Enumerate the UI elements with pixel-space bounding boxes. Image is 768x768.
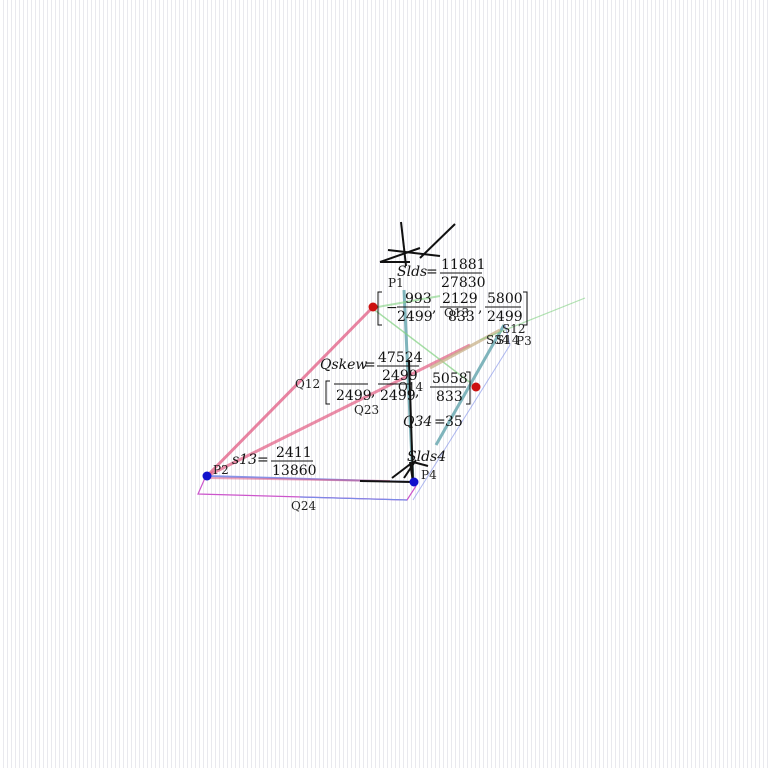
svg-text:=: =: [426, 264, 438, 280]
label-s14: S14: [496, 333, 520, 347]
svg-text:2129: 2129: [442, 291, 478, 307]
label-p1: P1: [388, 276, 404, 290]
formula-q34: Q34 = 35: [403, 414, 463, 430]
label-q24: Q24: [291, 499, 316, 513]
label-s34: S34: [486, 333, 510, 347]
formula-qskew: Qskew = 47524 2499: [320, 350, 423, 384]
svg-text:13860: 13860: [272, 463, 317, 479]
svg-text:5058: 5058: [432, 371, 468, 387]
label-q13: Q13: [444, 306, 469, 320]
edge-p1-s12: [371, 295, 441, 309]
svg-text:833: 833: [448, 309, 475, 325]
svg-text:,: ,: [432, 300, 436, 316]
svg-text:35: 35: [445, 414, 463, 430]
svg-text:47524: 47524: [378, 350, 423, 366]
svg-text:=: =: [434, 414, 446, 430]
axis-glyph-top: [379, 221, 456, 267]
edge-p2-p1: [205, 306, 374, 478]
svg-text:833: 833: [436, 389, 463, 405]
svg-text:2499: 2499: [487, 309, 523, 325]
face-outline-bottom-blue: [299, 496, 408, 501]
edge-p2-p4-pink: [206, 477, 391, 482]
edge-p1-p3: [371, 307, 477, 388]
label-p2: P2: [213, 463, 229, 477]
svg-text:=: =: [257, 452, 269, 468]
vertex-p2[interactable]: [202, 471, 212, 481]
vertex-p4[interactable]: [409, 477, 419, 487]
label-s12: S12: [502, 322, 526, 336]
svg-text:−: −: [386, 300, 398, 316]
label-p4: P4: [421, 468, 437, 482]
formula-vector-1: − 993 2499 , 2129 833 , 5800 2499: [377, 291, 528, 326]
svg-text:2411: 2411: [276, 445, 312, 461]
edge-green-out: [479, 297, 586, 341]
svg-text:27830: 27830: [441, 275, 486, 291]
formula-s13: s13 = 2411 13860: [232, 445, 317, 479]
edge-p2-p3: [206, 343, 471, 478]
svg-text:,: ,: [415, 384, 419, 400]
svg-text:2499: 2499: [336, 388, 372, 404]
vertex-p1[interactable]: [368, 302, 378, 312]
face-outline-right: [412, 324, 511, 501]
svg-text:,: ,: [371, 384, 375, 400]
label-q12: Q12: [295, 377, 320, 391]
svg-text:2499: 2499: [397, 309, 433, 325]
svg-text:Q34: Q34: [403, 414, 432, 430]
svg-text:Qskew: Qskew: [320, 357, 367, 373]
vertex-p3[interactable]: [471, 382, 481, 392]
svg-text:s13: s13: [232, 452, 257, 468]
svg-text:=: =: [364, 357, 376, 373]
svg-text:5800: 5800: [487, 291, 523, 307]
label-q23: Q23: [354, 403, 379, 417]
formula-vector-2: 2499 , 2499 , 5058 833: [325, 371, 471, 405]
svg-text:Slds: Slds: [397, 264, 427, 280]
svg-text:2499: 2499: [382, 368, 418, 384]
svg-text:2499: 2499: [380, 388, 416, 404]
svg-text:11881: 11881: [441, 257, 486, 273]
label-p3: P3: [516, 334, 532, 348]
formula-slds: Slds = 11881 27830: [397, 257, 486, 291]
label-slds4: Slds4: [407, 449, 446, 465]
svg-text:993: 993: [405, 291, 432, 307]
edge-p2-p4-dark: [359, 480, 414, 483]
svg-text:,: ,: [478, 300, 482, 316]
